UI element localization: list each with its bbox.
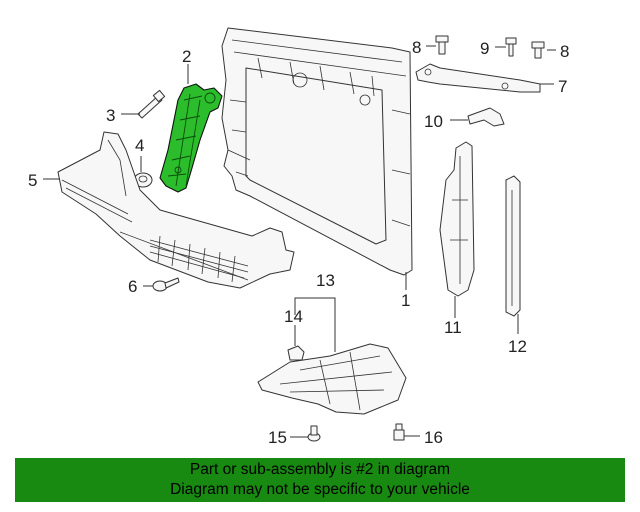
callout-1: 1 xyxy=(401,291,410,310)
callout-7: 7 xyxy=(558,77,567,96)
upper-bracket-part-7 xyxy=(415,63,541,93)
bolt-part-8-left xyxy=(435,35,449,55)
banner-line-disclaimer: Diagram may not be specific to your vehi… xyxy=(170,481,470,498)
callout-10: 10 xyxy=(424,112,443,131)
under-shield-part-13 xyxy=(257,343,407,415)
callout-labels: 1 2 3 4 5 6 7 8 9 8 10 11 12 13 14 15 16 xyxy=(28,38,569,447)
callout-8-right: 8 xyxy=(560,42,569,61)
callout-13: 13 xyxy=(316,271,335,290)
clip-part-14 xyxy=(287,345,305,361)
callout-12: 12 xyxy=(508,337,527,356)
side-seal-part-11 xyxy=(439,141,475,297)
radiator-support-part xyxy=(221,27,413,276)
callout-6: 6 xyxy=(128,277,137,296)
callout-5: 5 xyxy=(28,171,37,190)
callout-11: 11 xyxy=(444,318,462,337)
banner-line-part-number: Part or sub-assembly is #2 in diagram xyxy=(189,461,451,478)
leader-lines xyxy=(43,45,556,438)
small-bracket-part-10 xyxy=(467,107,505,127)
callout-3: 3 xyxy=(106,106,115,125)
highlighted-bracket-part-2 xyxy=(159,83,223,193)
screw-part-6 xyxy=(152,277,180,292)
bolt-part-3 xyxy=(137,89,166,119)
callout-14: 14 xyxy=(284,307,303,326)
callout-8-left: 8 xyxy=(412,38,421,57)
air-deflector-part-5 xyxy=(57,131,295,289)
parts-diagram: 1 2 3 4 5 6 7 8 9 8 10 11 12 13 14 15 16 xyxy=(28,27,569,447)
fastener-part-16 xyxy=(393,423,405,441)
side-panel-part-12 xyxy=(505,175,521,317)
info-banner: Part or sub-assembly is #2 in diagram Di… xyxy=(15,458,625,502)
bolt-part-8-right xyxy=(531,41,545,59)
callout-4: 4 xyxy=(135,136,144,155)
callout-16: 16 xyxy=(424,428,443,447)
fastener-part-15 xyxy=(307,425,321,442)
callout-2: 2 xyxy=(182,47,191,66)
bolt-part-9 xyxy=(505,37,517,57)
callout-9: 9 xyxy=(480,39,489,58)
callout-15: 15 xyxy=(268,428,287,447)
